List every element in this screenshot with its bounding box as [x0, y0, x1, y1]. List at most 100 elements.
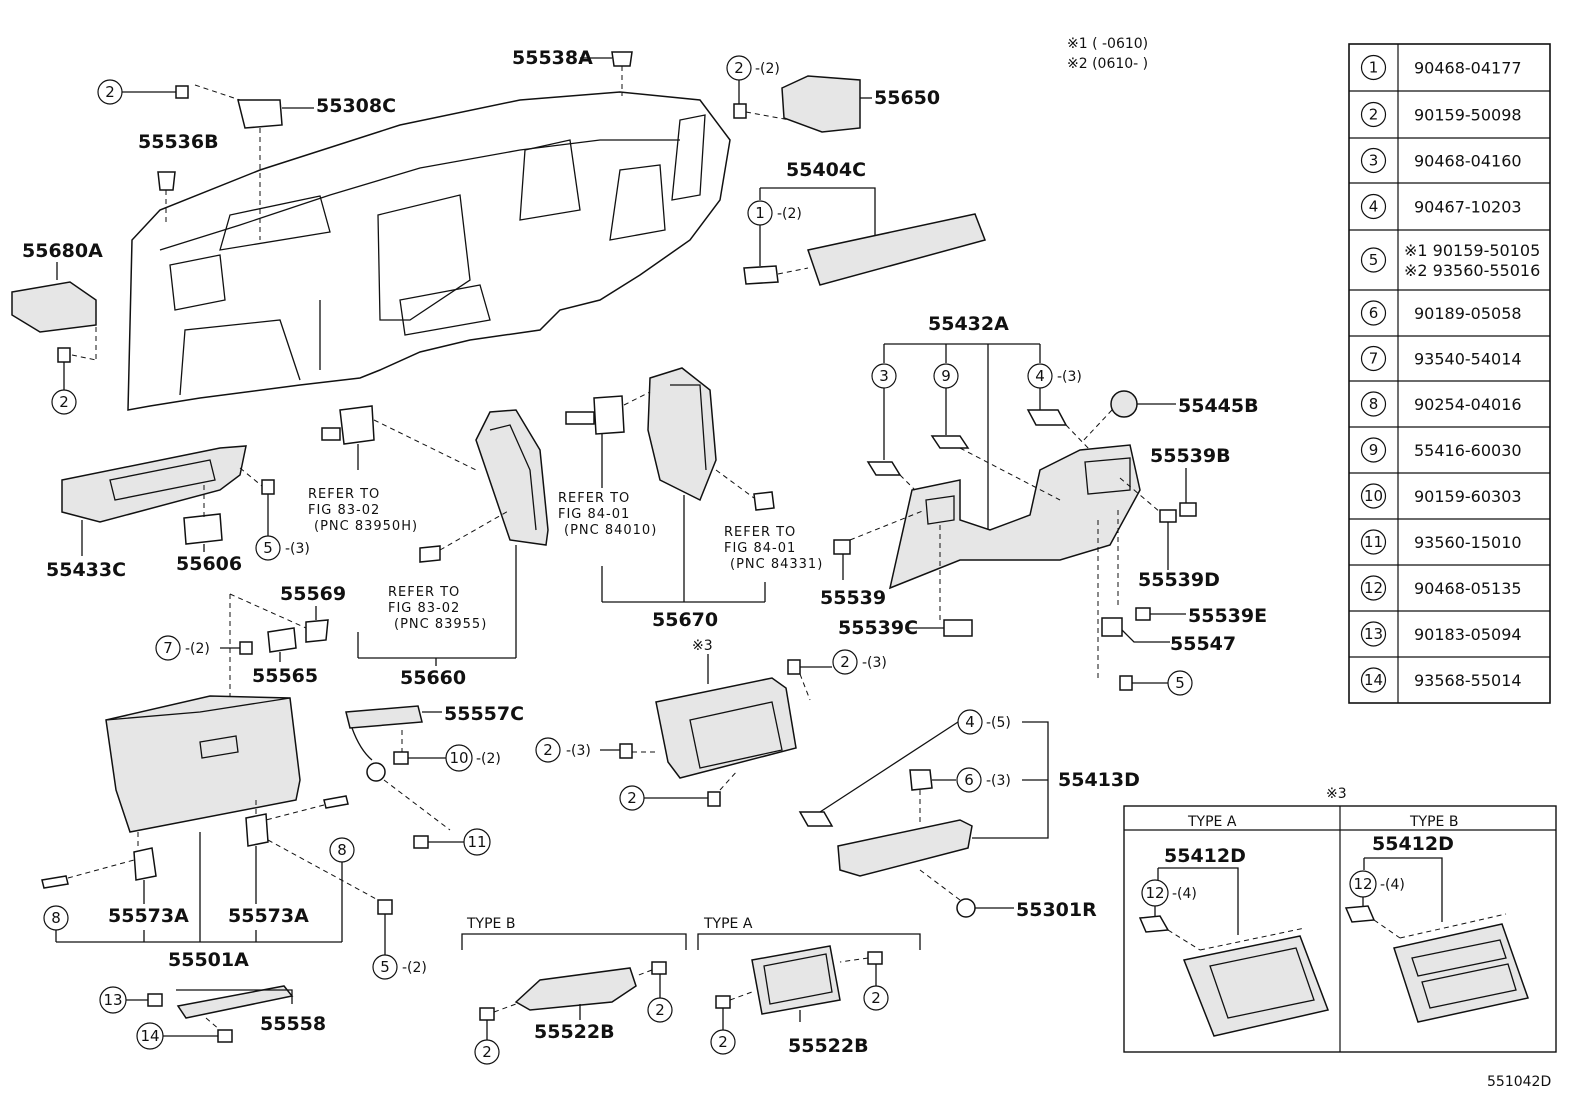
svg-text:2: 2: [543, 741, 553, 759]
fastener-no: 7: [1369, 350, 1379, 368]
instrument-panel-illustration: [127, 91, 731, 411]
label-55565: 55565: [252, 665, 318, 687]
svg-text:2: 2: [59, 393, 69, 411]
fastener-row: 10 90159-60303: [1349, 472, 1550, 509]
knob-55445b: [1110, 390, 1138, 418]
callout-5: 5: [255, 535, 281, 561]
svg-text:2: 2: [871, 989, 881, 1007]
label-55650: 55650: [874, 87, 940, 109]
svg-text:10: 10: [449, 749, 468, 767]
fastener-part: ※1 90159-50105: [1404, 241, 1540, 260]
switch-55660-ref: [339, 405, 375, 445]
svg-text:14: 14: [140, 1027, 159, 1045]
fastener-no: 5: [1369, 251, 1379, 269]
svg-text:2: 2: [840, 653, 850, 671]
fastener-no: 6: [1369, 304, 1379, 322]
type-b-box-label: TYPE B: [1409, 814, 1458, 830]
callout-2: 2: [863, 985, 889, 1011]
svg-text:REFER TO: REFER TO: [724, 525, 796, 540]
qty-6: -(3): [986, 773, 1011, 789]
svg-text:(PNC 83955): (PNC 83955): [394, 617, 487, 632]
fastener-part: 90183-05094: [1414, 625, 1522, 644]
label-55573a-2: 55573A: [228, 905, 309, 927]
callout-14: [1360, 667, 1387, 693]
fastener-part: 93568-55014: [1414, 671, 1522, 690]
note-2: ※2 (0610- ): [1067, 56, 1148, 72]
svg-text:REFER TO: REFER TO: [308, 487, 380, 502]
fastener-part: 93560-15010: [1414, 533, 1522, 552]
callout-5: 5: [372, 954, 398, 980]
svg-text:REFER TO: REFER TO: [388, 585, 460, 600]
svg-text:4: 4: [1035, 367, 1045, 385]
fastener-part: 90159-50098: [1414, 106, 1522, 125]
callout-6: 6: [956, 767, 982, 793]
fastener-part-alt: ※2 93560-55016: [1404, 261, 1540, 280]
label-55670: 55670: [652, 609, 718, 631]
part-55301r: [956, 898, 976, 918]
svg-text:1: 1: [755, 204, 765, 222]
label-55539d: 55539D: [1138, 569, 1220, 591]
part-55547: [1101, 617, 1123, 637]
svg-text:8: 8: [337, 841, 347, 859]
fastener-no: 9: [1369, 441, 1379, 459]
callout-2: [1360, 101, 1387, 128]
qty-2: -(3): [862, 655, 887, 671]
callout-2: 2: [710, 1029, 736, 1055]
callout-8: 8: [329, 837, 355, 863]
label-55404c: 55404C: [786, 159, 866, 181]
callout-13: [1360, 621, 1387, 647]
fastener-no: 11: [1364, 533, 1383, 551]
duct-55680a: [11, 281, 97, 333]
callout-13: 13: [99, 986, 127, 1014]
vent-55650: [781, 75, 861, 133]
svg-text:12: 12: [1145, 884, 1164, 902]
note-star3: ※3: [692, 638, 713, 654]
part-55413d-knob: [909, 769, 933, 791]
svg-text:(PNC 84010): (PNC 84010): [564, 523, 657, 538]
label-55557c: 55557C: [444, 703, 524, 725]
type-a-box-label: TYPE A: [1187, 814, 1237, 830]
fastener-row: 7 93540-54014: [1349, 335, 1550, 372]
panel-55404c: [807, 213, 986, 286]
fastener-no: 10: [1364, 487, 1383, 505]
fastener-row: 5 ※1 90159-50105※2 93560-55016: [1349, 229, 1550, 280]
label-55308c: 55308C: [316, 95, 396, 117]
fastener-no: 1: [1369, 59, 1379, 77]
qty-2: -(3): [566, 743, 591, 759]
qty-7: -(2): [185, 641, 210, 657]
bracket-55308c: [237, 99, 283, 129]
fastener-no: 4: [1369, 198, 1379, 216]
fastener-part: 55416-60030: [1414, 441, 1522, 460]
fastener-part: 93540-54014: [1414, 350, 1522, 369]
svg-text:FIG 84-01: FIG 84-01: [558, 507, 630, 522]
qty-4: -(5): [986, 715, 1011, 731]
svg-text:FIG 84-01: FIG 84-01: [724, 541, 796, 556]
fastener-part: 90159-60303: [1414, 487, 1522, 506]
qty-10: -(2): [476, 751, 501, 767]
part-55565: [267, 627, 297, 653]
fastener-row: 11 93560-15010: [1349, 518, 1550, 555]
variant-box: [1123, 805, 1557, 1053]
callout-11: [1360, 529, 1387, 555]
callout-2: 2: [97, 79, 123, 105]
callout-2: 2: [535, 737, 561, 763]
svg-text:2: 2: [627, 789, 637, 807]
label-55606: 55606: [176, 553, 242, 575]
label-55558: 55558: [260, 1013, 326, 1035]
callout-4: 4: [1027, 363, 1053, 389]
callout-10: 10: [445, 744, 473, 772]
svg-text:5: 5: [1175, 674, 1185, 692]
label-55301r: 55301R: [1016, 899, 1097, 921]
callout-14: 14: [136, 1022, 164, 1050]
fastener-part: 90189-05058: [1414, 304, 1522, 323]
svg-text:13: 13: [103, 991, 122, 1009]
label-55573a-1: 55573A: [108, 905, 189, 927]
